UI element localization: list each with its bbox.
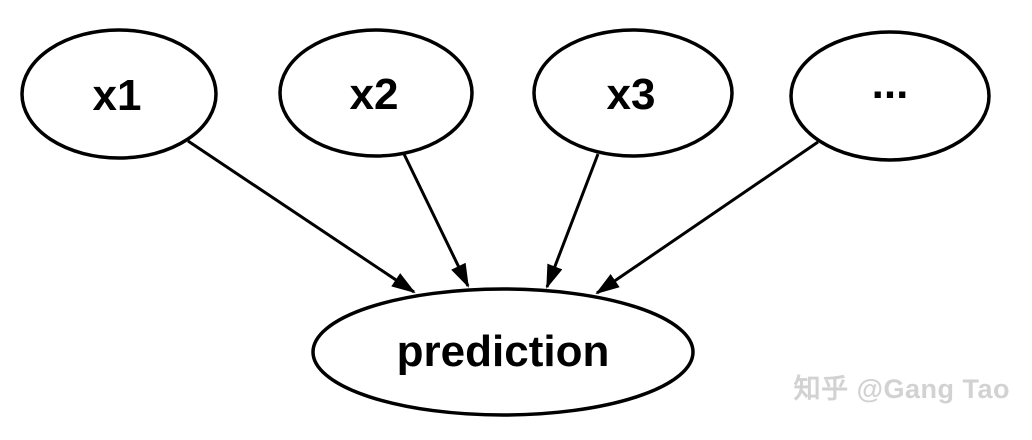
edge-ellipsis-prediction bbox=[595, 140, 819, 295]
node-prediction-ellipse bbox=[311, 287, 695, 417]
edge-x2-prediction bbox=[402, 153, 470, 288]
node-x1-ellipse bbox=[20, 28, 218, 160]
node-x2-label: x2 bbox=[350, 70, 399, 119]
node-x1: x1 bbox=[20, 28, 218, 160]
node-x3-label: x3 bbox=[607, 70, 656, 119]
node-prediction: prediction bbox=[311, 287, 695, 417]
node-ellipsis: ... bbox=[789, 30, 991, 162]
edge-x1-prediction bbox=[187, 139, 416, 294]
node-x2: x2 bbox=[278, 28, 474, 158]
node-x2-ellipse bbox=[278, 28, 474, 158]
node-ellipsis-ellipse bbox=[789, 30, 991, 162]
edge-x3-prediction bbox=[545, 153, 600, 289]
node-ellipsis-label: ... bbox=[872, 59, 909, 108]
node-x1-label: x1 bbox=[93, 71, 142, 120]
watermark: 知乎 @Gang Tao bbox=[793, 374, 1010, 404]
node-x3-ellipse bbox=[532, 28, 734, 158]
node-x3: x3 bbox=[532, 28, 734, 158]
edge-group bbox=[187, 139, 819, 295]
node-prediction-label: prediction bbox=[397, 327, 610, 376]
